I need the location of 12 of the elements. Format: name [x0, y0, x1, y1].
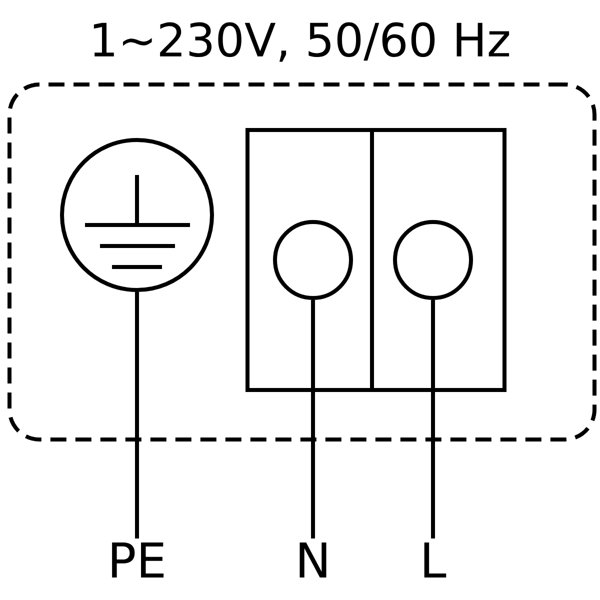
enclosure-border — [8, 82, 596, 442]
wire — [311, 300, 315, 538]
terminal-label: N — [300, 542, 326, 578]
terminal-circle — [273, 220, 353, 300]
terminal-label: PE — [112, 542, 164, 578]
terminal-label: L — [424, 542, 446, 578]
earth-terminal-circle — [60, 138, 214, 292]
terminal-circle — [393, 220, 473, 300]
terminal-block — [246, 128, 506, 392]
title: 1~230V, 50/60 Hz — [94, 22, 510, 62]
wire — [431, 300, 435, 538]
wire — [135, 292, 139, 538]
